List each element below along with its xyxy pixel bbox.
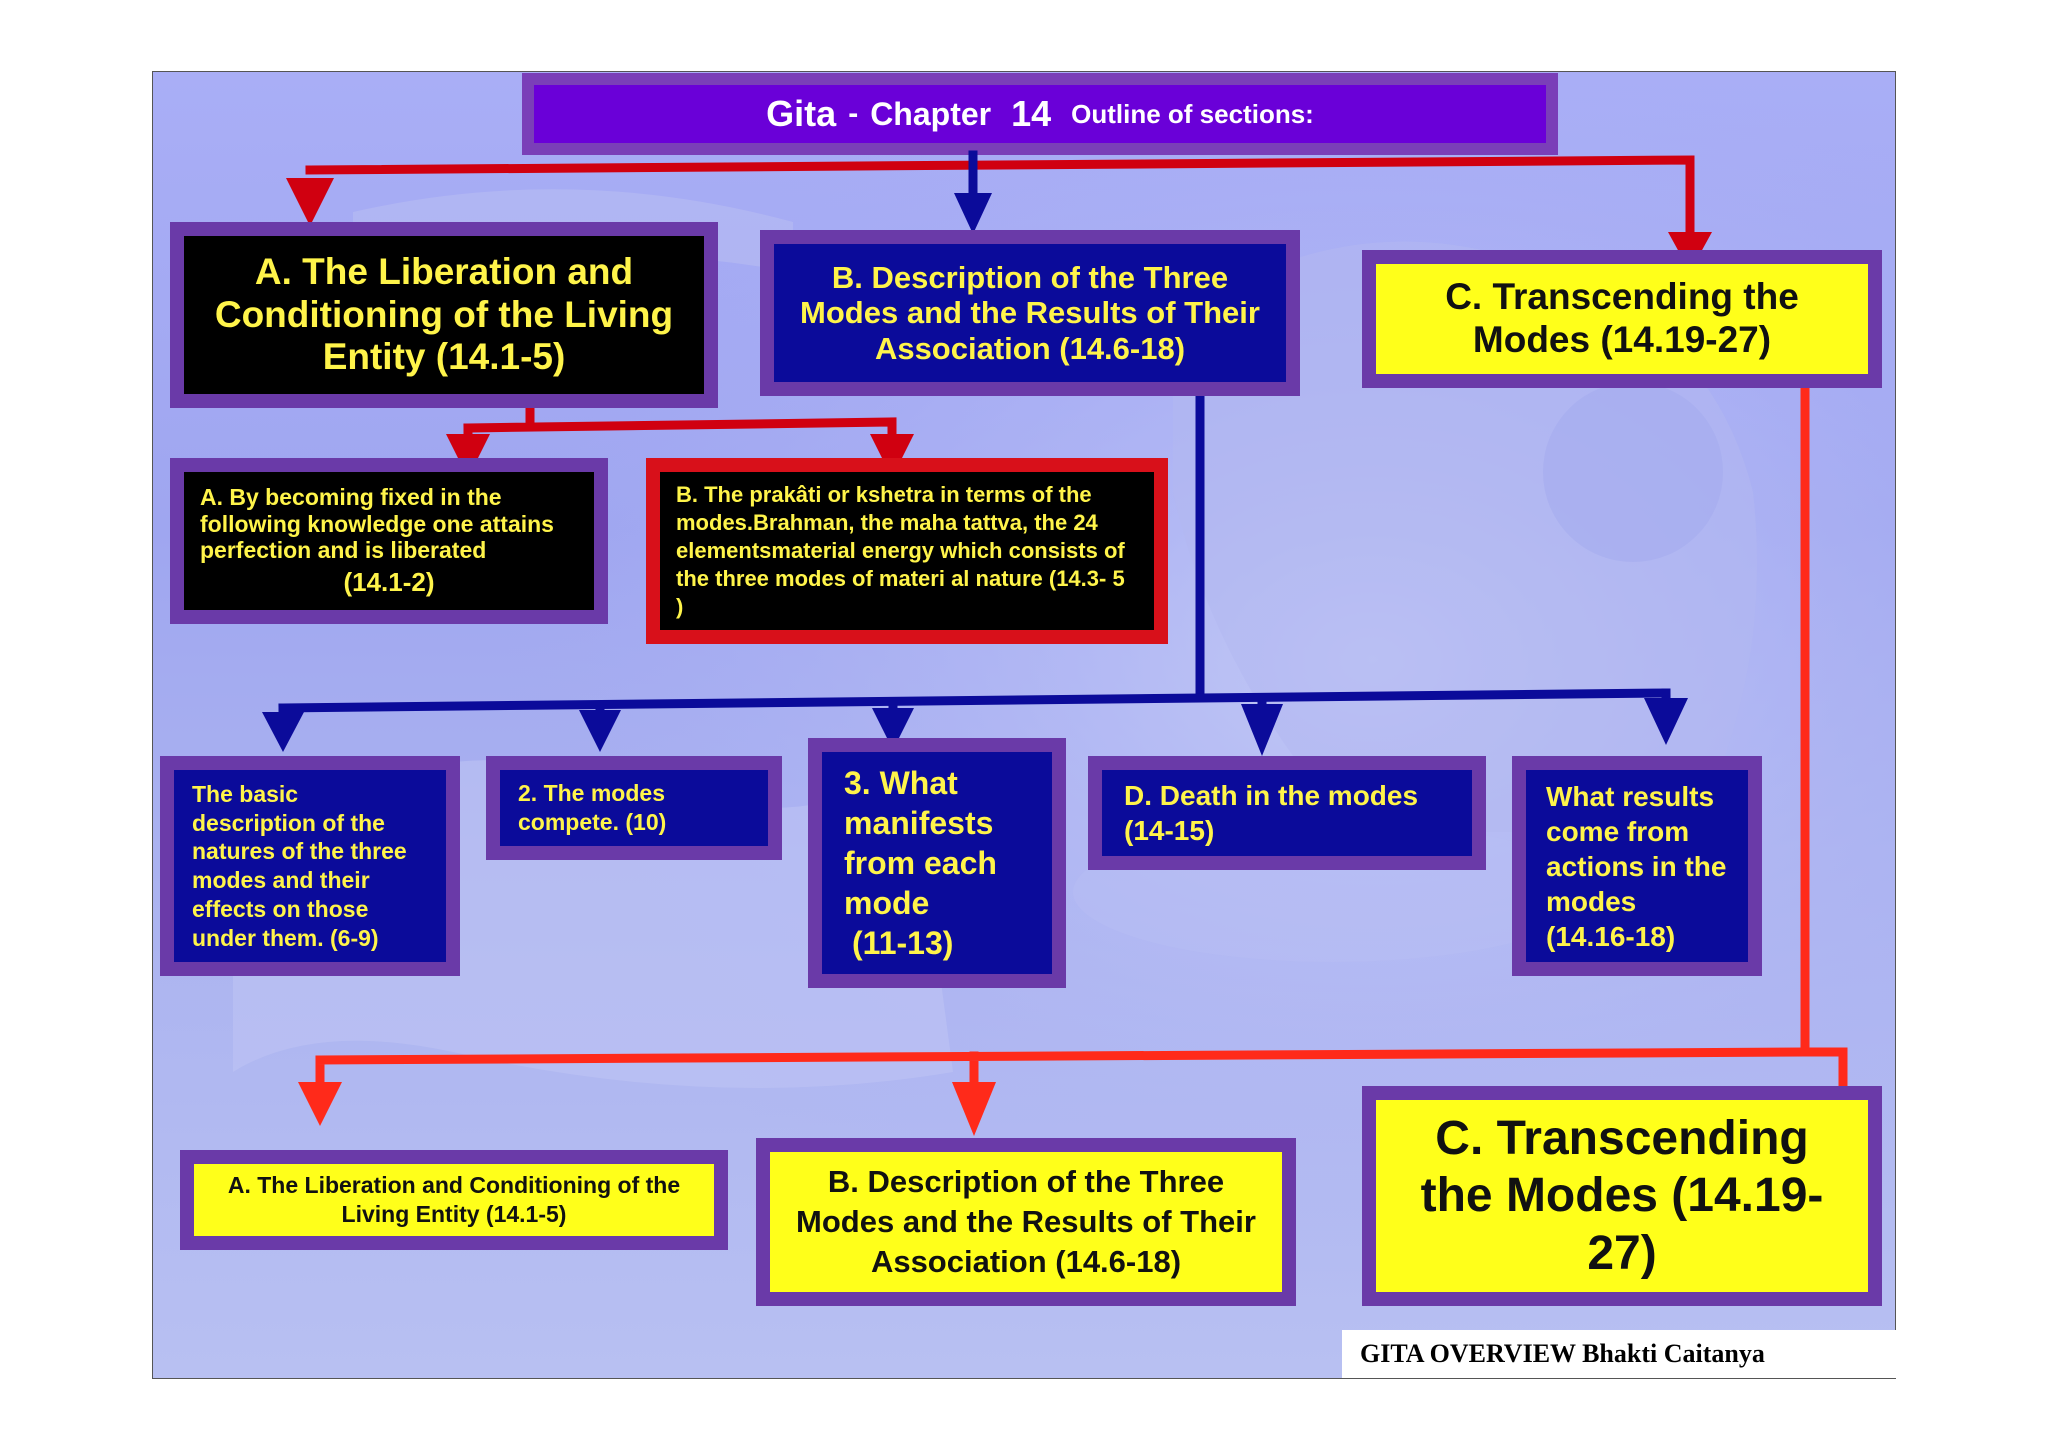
- arrow-head-1: [262, 712, 304, 752]
- subsection-b-box: B. The prakâti or kshetra in terms of th…: [646, 458, 1168, 644]
- modes-compete-box: 2. The modes compete. (10): [486, 756, 782, 860]
- subsection-a-box: A. By becoming fixed in the following kn…: [170, 458, 608, 624]
- mode-description-text: The basic description of the natures of …: [192, 780, 407, 951]
- action-results-box: What results come from actions in the mo…: [1512, 756, 1762, 976]
- subsection-a-ref: (14.1-2): [343, 566, 435, 597]
- bottom-section-c-text: C. Transcending the Modes (14.19-27): [1420, 1111, 1824, 1280]
- arrow-head-bottom-a: [298, 1082, 342, 1126]
- death-modes-box: D. Death in the modes (14-15): [1088, 756, 1486, 870]
- what-manifests-box: 3. What manifests from each mode (11-13): [808, 738, 1066, 988]
- arrow-head-5: [1644, 698, 1688, 745]
- action-results-text: What results come from actions in the mo…: [1546, 780, 1727, 952]
- credit-label: GITA OVERVIEW Bhakti Caitanya: [1342, 1330, 1902, 1378]
- modes-compete-text: 2. The modes compete. (10): [518, 780, 667, 835]
- arrow-head-sub-a: [446, 434, 490, 478]
- section-b-box: B. Description of the Three Modes and th…: [760, 230, 1300, 396]
- title-number: 14: [1011, 93, 1052, 134]
- title-separator: -: [848, 97, 859, 130]
- section-a-text: A. The Liberation and Conditioning of th…: [214, 251, 674, 378]
- section-c-box: C. Transcending the Modes (14.19-27): [1362, 250, 1882, 388]
- death-modes-text: D. Death in the modes (14-15): [1124, 780, 1419, 846]
- section-b-text: B. Description of the Three Modes and th…: [800, 259, 1260, 366]
- arrow-head-sub-b: [870, 434, 914, 478]
- bottom-section-a-box: A. The Liberation and Conditioning of th…: [180, 1150, 728, 1250]
- arrow-head-a: [286, 178, 334, 226]
- arrow-head-3: [872, 708, 914, 750]
- subsection-a-text: A. By becoming fixed in the following kn…: [200, 484, 554, 564]
- what-manifests-ref: (11-13): [852, 925, 954, 961]
- bottom-section-c-box: C. Transcending the Modes (14.19-27): [1362, 1086, 1882, 1306]
- bottom-section-a-text: A. The Liberation and Conditioning of th…: [227, 1172, 681, 1227]
- arrow-head-bottom-b: [952, 1082, 996, 1136]
- title-outline: Outline of sections:: [1071, 98, 1314, 129]
- title-chapter: Chapter: [870, 95, 992, 132]
- what-manifests-text: 3. What manifests from each mode: [844, 765, 997, 921]
- mode-description-box: The basic description of the natures of …: [160, 756, 460, 976]
- bottom-section-b-box: B. Description of the Three Modes and th…: [756, 1138, 1296, 1306]
- bottom-section-b-text: B. Description of the Three Modes and th…: [796, 1163, 1256, 1280]
- title-bar: Gita - Chapter 14 Outline of sections:: [522, 73, 1558, 155]
- arrow-head-4: [1241, 704, 1283, 756]
- section-c-text: C. Transcending the Modes (14.19-27): [1445, 276, 1799, 360]
- arrow-head-b: [954, 193, 992, 234]
- arrow-head-2: [579, 710, 621, 752]
- section-a-box: A. The Liberation and Conditioning of th…: [170, 222, 718, 408]
- title-gita: Gita: [766, 93, 837, 134]
- subsection-b-text: B. The prakâti or kshetra in terms of th…: [676, 481, 1125, 620]
